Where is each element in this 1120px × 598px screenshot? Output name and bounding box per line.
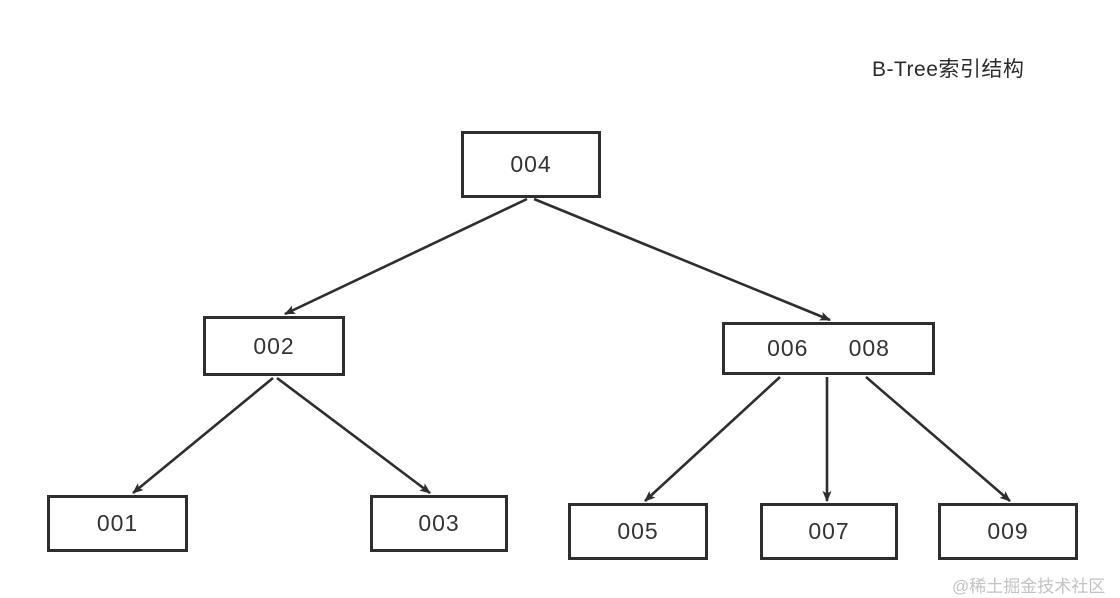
node-key: 009 bbox=[987, 518, 1029, 544]
edge-006008-to-005 bbox=[644, 376, 781, 502]
node-key: 006 bbox=[767, 335, 809, 361]
btree-node-002: 002 bbox=[203, 316, 345, 376]
diagram-title: B-Tree索引结构 bbox=[872, 58, 1025, 81]
edge-root-to-006008 bbox=[533, 197, 831, 322]
watermark: @稀土掘金技术社区 bbox=[952, 577, 1106, 596]
edge-002-to-003 bbox=[276, 376, 431, 495]
node-key: 002 bbox=[253, 332, 295, 359]
btree-leaf-001: 001 bbox=[47, 495, 188, 552]
btree-leaf-007: 007 bbox=[760, 503, 898, 560]
node-key: 007 bbox=[808, 518, 850, 544]
btree-node-root: 004 bbox=[461, 131, 601, 198]
node-key: 003 bbox=[418, 510, 460, 536]
node-key: 001 bbox=[96, 510, 139, 536]
edge-root-to-002 bbox=[284, 197, 528, 316]
btree-leaf-009: 009 bbox=[938, 503, 1078, 560]
edge-006008-to-009 bbox=[865, 376, 1011, 502]
btree-leaf-003: 003 bbox=[370, 495, 508, 552]
node-key: 005 bbox=[617, 518, 659, 544]
node-key: 004 bbox=[510, 151, 552, 177]
node-key: 008 bbox=[848, 335, 890, 361]
edge-002-to-001 bbox=[132, 376, 274, 495]
btree-node-006-008: 006 008 bbox=[722, 322, 935, 375]
btree-leaf-005: 005 bbox=[568, 503, 708, 560]
